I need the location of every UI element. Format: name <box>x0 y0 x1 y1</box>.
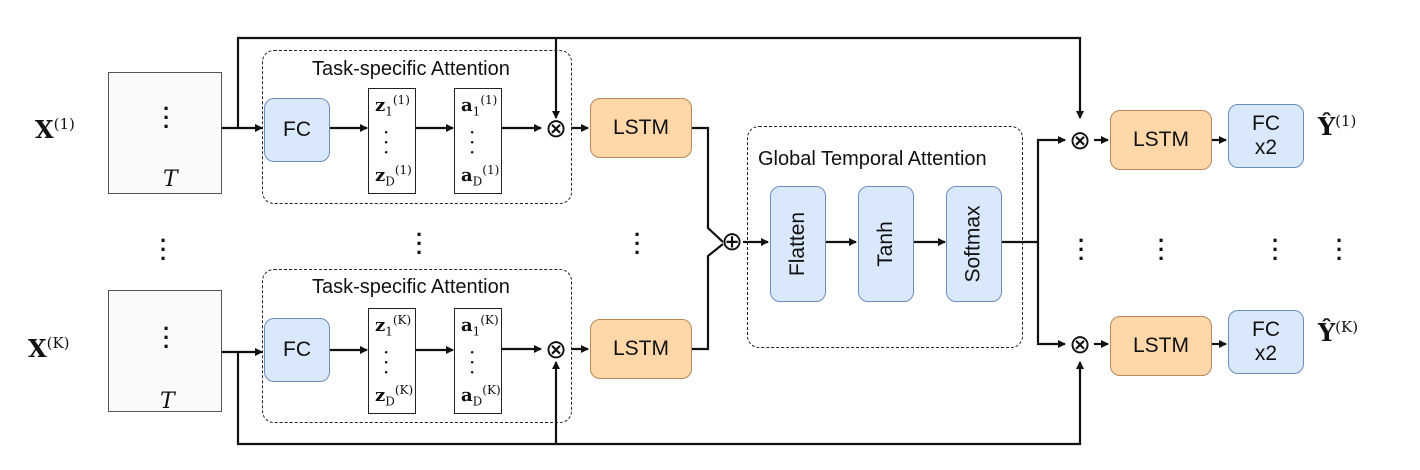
ellipsis-vdots: ··· <box>1336 228 1344 271</box>
multiply-op-1: ⊗ <box>545 114 567 144</box>
tanh-block: Tanh <box>858 186 914 302</box>
skip-connection-top <box>236 36 1084 128</box>
series-vdots: ··· <box>163 316 171 359</box>
z-vector-1: z1(1) ··· zD(1) <box>368 88 416 194</box>
ellipsis-vdots: ··· <box>634 222 642 265</box>
add-op: ⊕ <box>721 227 743 257</box>
arrow-to-mul-top <box>1036 136 1066 242</box>
arrow-to-mul-bottom <box>1036 242 1066 348</box>
multiply-op-k: ⊗ <box>545 335 567 365</box>
input-series-box-k <box>108 290 222 412</box>
time-label: T <box>160 389 175 414</box>
input-label-x1: X(1) <box>35 115 75 144</box>
ellipsis-vdots: ··· <box>1078 228 1086 271</box>
line-lstm1-sum <box>692 126 724 243</box>
output-label-y1: Ŷ(1) <box>1318 112 1357 141</box>
a-vector-k: a1(K) ··· aD(K) <box>454 308 502 414</box>
flatten-block: Flatten <box>770 186 826 302</box>
ellipsis-vdots: ··· <box>1272 228 1280 271</box>
ellipsis-vdots: ··· <box>160 228 168 271</box>
a-vector-1: a1(1) ··· aD(1) <box>454 88 502 194</box>
ellipsis-vdots: ··· <box>416 222 424 265</box>
fc-block-k: FC <box>264 318 330 382</box>
head-lstm-1: LSTM <box>1110 110 1212 170</box>
time-label: T <box>163 167 178 192</box>
multiply-op-head-k: ⊗ <box>1069 330 1091 360</box>
series-vdots: ··· <box>163 96 171 139</box>
input-series-box-1 <box>108 72 222 194</box>
task-attention-label-k: Task-specific Attention <box>312 276 510 298</box>
lstm-block-k: LSTM <box>590 319 692 379</box>
z-vector-k: z1(K) ··· zD(K) <box>368 308 416 414</box>
line-lstmk-sum <box>692 243 724 351</box>
multiply-op-head-1: ⊗ <box>1069 126 1091 156</box>
skip-connection-bottom <box>236 352 1084 446</box>
task-attention-group-k <box>262 269 572 423</box>
softmax-block: Softmax <box>946 186 1002 302</box>
global-attention-group <box>747 126 1023 348</box>
task-attention-label-1: Task-specific Attention <box>312 58 510 80</box>
global-attention-label: Global Temporal Attention <box>758 148 987 170</box>
fc-block-1: FC <box>264 98 330 162</box>
head-lstm-k: LSTM <box>1110 316 1212 376</box>
ellipsis-vdots: ··· <box>1158 228 1166 271</box>
lstm-block-1: LSTM <box>590 98 692 158</box>
input-label-xk: X(K) <box>28 334 70 363</box>
task-attention-group-1 <box>262 50 572 204</box>
output-label-yk: Ŷ(K) <box>1318 318 1359 347</box>
